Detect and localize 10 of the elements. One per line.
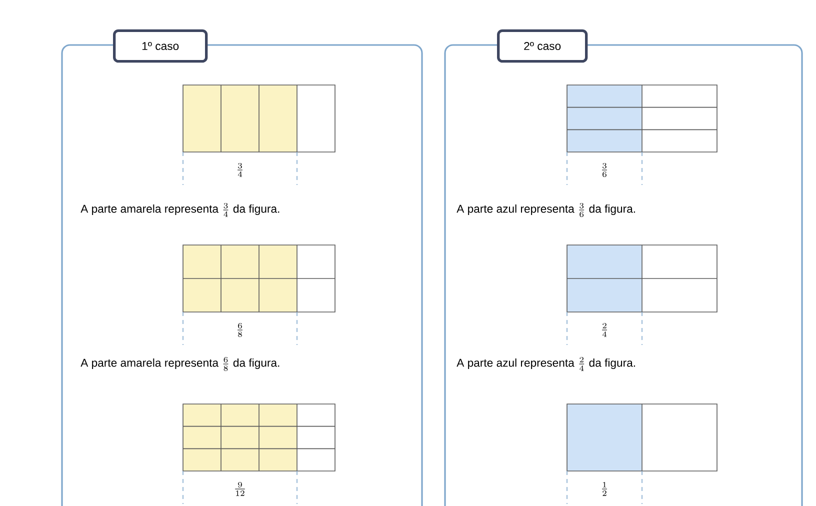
sentence: A parte azul representa $\frac{3}{6}$ da figura.	[456, 202, 635, 218]
fraction: $\frac{3}{6}$	[602, 162, 607, 178]
sentence: A parte amarela representa $\frac{6}{8}$ da figura.	[80, 356, 280, 372]
fraction: $\frac{9}{12}$	[235, 482, 245, 496]
sentence: A parte amarela representa $\frac{3}{4}$ da figura.	[80, 202, 280, 217]
sentence: A parte azul representa $\frac{2}{4}$ da figura.	[456, 356, 635, 371]
fraction: $\frac{6}{8}$	[238, 322, 242, 338]
fraction: $\frac{1}{2}$	[602, 482, 607, 496]
fraction: $\frac{2}{4}$	[602, 322, 607, 337]
fraction: $\frac{3}{4}$	[238, 162, 242, 177]
